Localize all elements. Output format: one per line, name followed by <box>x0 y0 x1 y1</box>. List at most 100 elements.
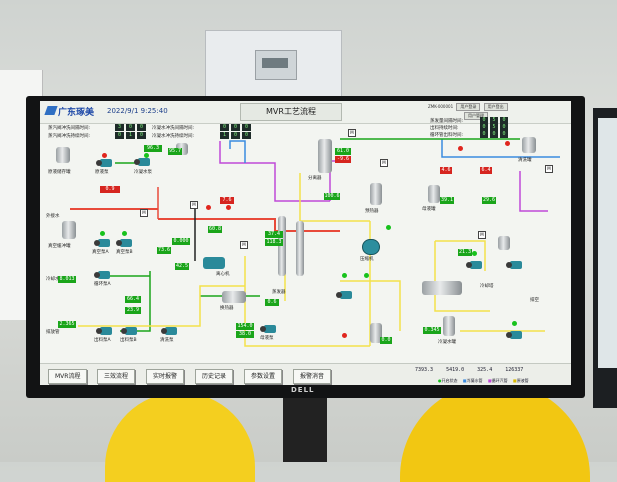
raw-feed-pump-icon[interactable] <box>96 159 112 167</box>
reading-hx-temp[interactable]: 0.000 <box>172 238 190 245</box>
status-value[interactable]: 5 <box>490 117 498 124</box>
reading-right-temp2[interactable]: 60.8 <box>208 226 222 233</box>
status-value[interactable]: 0 <box>231 132 240 139</box>
status-value[interactable]: 0 <box>126 124 135 131</box>
status-value[interactable]: 1 <box>126 132 135 139</box>
cooling-tower[interactable] <box>422 281 462 295</box>
reading-steam-temp[interactable]: 96.3 <box>144 145 162 152</box>
login-button[interactable]: 用户登录 <box>456 103 481 111</box>
nav-realtime-alarm[interactable]: 实时报警 <box>146 369 185 384</box>
reading-cool-temp[interactable]: 39.1 <box>440 197 454 204</box>
status-value[interactable]: 0 <box>500 117 508 124</box>
reading-mother-temp[interactable]: 7.6 <box>220 197 234 204</box>
raw-tank[interactable] <box>56 147 70 163</box>
evaporator-column-2[interactable] <box>296 221 304 276</box>
condensate-pump-icon[interactable] <box>134 158 150 166</box>
status-value[interactable]: 0 <box>480 117 488 124</box>
status-value[interactable]: 5 <box>490 124 498 131</box>
reading-right-flow[interactable]: 29.6 <box>482 197 496 204</box>
reading-cond-temp[interactable]: 154.0 <box>236 323 254 330</box>
reading-cond-level[interactable]: 38.0 <box>236 331 254 338</box>
mother-tank[interactable] <box>428 185 440 203</box>
motor-valve-icon[interactable]: M <box>380 159 388 167</box>
right-pump-icon[interactable] <box>466 261 482 269</box>
vacuum-pump-b-icon[interactable] <box>116 239 132 247</box>
reading-water-flow[interactable]: 8.013 <box>58 276 76 283</box>
status-value[interactable]: 0 <box>115 132 124 139</box>
right-tank[interactable] <box>498 236 510 250</box>
motor-valve-icon[interactable]: M <box>190 201 198 209</box>
reading-preheat-temp[interactable]: 95.7 <box>168 148 182 155</box>
separator-vessel[interactable] <box>318 139 332 173</box>
cond-tank-right[interactable] <box>443 316 455 336</box>
drain-label: 排放管 <box>46 330 60 335</box>
nav-history[interactable]: 历史记录 <box>195 369 234 384</box>
status-value[interactable]: 0 <box>231 124 240 131</box>
status-value[interactable]: 1 <box>220 132 229 139</box>
reading-tank-level[interactable]: 4.6 <box>440 167 452 174</box>
discharge-pump-b-icon[interactable] <box>121 327 137 335</box>
legend: ●开启状态 ■冷凝水管 ■循环汽管 ■原液管 <box>438 378 529 383</box>
status-value[interactable]: 0 <box>480 131 488 138</box>
status-value[interactable]: 0 <box>220 124 229 131</box>
status-value[interactable]: 0 <box>137 124 146 131</box>
motor-valve-icon[interactable]: M <box>240 241 248 249</box>
rinse-tank[interactable] <box>522 137 536 153</box>
counter: 325.4 <box>477 367 493 373</box>
reading-cond-flow[interactable]: 0.6 <box>265 299 279 306</box>
reading-right-temp3[interactable]: 0.0 <box>380 337 392 344</box>
mother-pump-icon[interactable] <box>260 325 276 333</box>
mother-pump-label: 母液泵 <box>260 336 274 341</box>
status-value[interactable]: 0 <box>500 131 508 138</box>
status-value[interactable]: 0 <box>490 131 498 138</box>
status-value[interactable]: 3 <box>115 124 124 131</box>
reading-right-pres[interactable]: 6.4 <box>480 167 492 174</box>
logout-button[interactable]: 用户登出 <box>483 103 508 111</box>
status-value[interactable]: 0 <box>242 132 251 139</box>
status-value[interactable]: 0 <box>500 124 508 131</box>
user-manage-button[interactable]: 用户管理 <box>464 112 488 120</box>
counter: 126337 <box>505 367 524 373</box>
reading-feed-flow[interactable]: 2.365 <box>58 321 76 328</box>
motor-valve-icon[interactable]: M <box>348 129 356 137</box>
vacuum-pump-a-icon[interactable] <box>94 239 110 247</box>
reading-vac-pres[interactable]: 66.4 <box>125 296 141 303</box>
brand-name: 广东琢美 <box>58 108 95 118</box>
reading-sep-pressure[interactable]: -9.6 <box>335 156 351 163</box>
reading-comp-current[interactable]: 118.3 <box>265 239 283 246</box>
reading-vac-flow[interactable]: 23.9 <box>125 307 141 314</box>
wash-pump-icon[interactable] <box>161 327 177 335</box>
reading-flow-left[interactable]: 0.9 <box>100 186 120 193</box>
preheater-tank[interactable] <box>370 183 382 205</box>
nav-triple-effect[interactable]: 三效流程 <box>97 369 136 384</box>
compressor-icon[interactable] <box>362 239 380 255</box>
nav-alarm-silence[interactable]: 报警消音 <box>293 369 332 384</box>
evaporator-column-1[interactable] <box>278 216 286 276</box>
nav-mvr-flow[interactable]: MVR流程 <box>48 369 88 384</box>
vacuum-tank[interactable] <box>62 221 76 239</box>
wash-pump-label: 清洗泵 <box>160 338 174 343</box>
reading-drain-flow[interactable]: 21.3 <box>458 249 472 256</box>
motor-valve-icon[interactable]: M <box>545 165 553 173</box>
motor-valve-icon[interactable]: M <box>140 209 148 217</box>
centrifuge-icon[interactable] <box>203 257 225 269</box>
discharge-tank[interactable] <box>370 323 382 343</box>
right-pump-2-icon[interactable] <box>506 261 522 269</box>
reading-top-temp[interactable]: 100.6 <box>324 193 340 200</box>
right-pump-3-icon[interactable] <box>506 331 522 339</box>
status-value[interactable]: 0 <box>480 124 488 131</box>
reading-comp-freq[interactable]: 37.4 <box>265 231 283 238</box>
status-value[interactable]: 0 <box>242 124 251 131</box>
reading-mother-level[interactable]: 0.345 <box>423 327 441 334</box>
heat-exchanger[interactable] <box>222 291 246 303</box>
middle-pump-icon[interactable] <box>336 291 352 299</box>
motor-valve-icon[interactable]: M <box>478 231 486 239</box>
reading-circ-pres[interactable]: 73.6 <box>157 247 171 254</box>
separator-label: 分离器 <box>308 176 322 181</box>
reading-evap-temp[interactable]: 42.5 <box>175 263 189 270</box>
nav-parameters[interactable]: 参数设置 <box>244 369 283 384</box>
status-value[interactable]: 0 <box>137 132 146 139</box>
reading-sep-level[interactable]: 61.0 <box>335 148 351 155</box>
discharge-pump-a-icon[interactable] <box>96 327 112 335</box>
circ-pump-icon[interactable] <box>94 271 110 279</box>
